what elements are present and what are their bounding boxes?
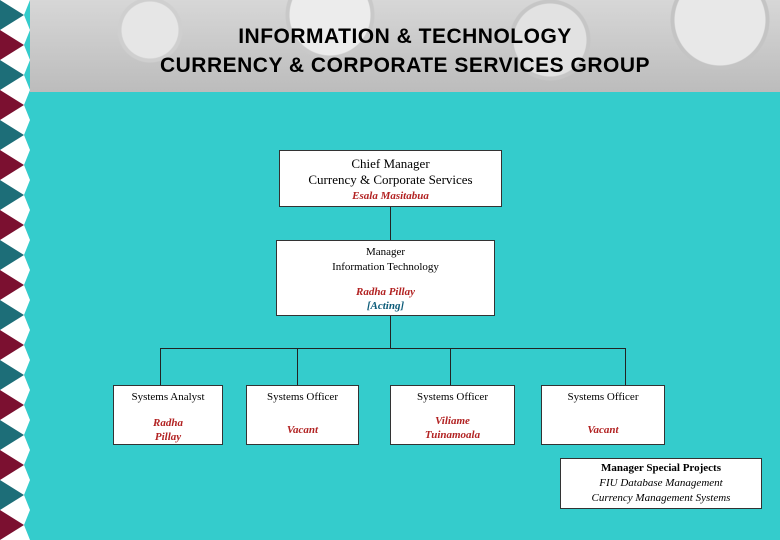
sidebar-triangle [0, 480, 24, 510]
chief-manager-department: Currency & Corporate Services [308, 172, 473, 187]
sidebar-triangle [0, 390, 24, 420]
staff-name-line2: Tuinamoala [424, 429, 481, 441]
staff-box-systems-officer-1: Systems Officer Vacant [246, 385, 359, 445]
sidebar-edge-triangle [24, 180, 30, 210]
sidebar-triangle [0, 120, 24, 150]
manager-it-name: Radha Pillay [356, 286, 415, 298]
sidebar-edge-triangle [24, 150, 30, 180]
chief-manager-box: Chief Manager Currency & Corporate Servi… [279, 150, 502, 207]
sidebar-triangle [0, 330, 24, 360]
connector-chief-manager [390, 206, 391, 241]
sidebar-triangle [0, 30, 24, 60]
sidebar-edge-triangle [24, 270, 30, 300]
sidebar-edge-triangle [24, 480, 30, 510]
staff-box-systems-officer-3: Systems Officer Vacant [541, 385, 665, 445]
sidebar-edge-triangle [24, 90, 30, 120]
staff-box-systems-officer-2: Systems Officer Viliame Tuinamoala [390, 385, 515, 445]
sidebar-triangle [0, 270, 24, 300]
chief-manager-title: Chief Manager [351, 156, 430, 171]
sidebar-triangle [0, 510, 24, 540]
connector-drop-2 [297, 348, 298, 386]
manager-it-department: Information Technology [332, 261, 439, 273]
slide-title-line1: INFORMATION & TECHNOLOGY [238, 25, 572, 48]
sidebar-triangle [0, 360, 24, 390]
sidebar-triangle [0, 210, 24, 240]
sidebar-edge-triangle [24, 330, 30, 360]
sidebar-triangle [0, 240, 24, 270]
staff-role: Systems Officer [417, 391, 488, 403]
staff-role: Systems Officer [267, 391, 338, 403]
header-coins-banner [30, 0, 780, 92]
sidebar-edge-triangle [24, 240, 30, 270]
connector-drop-3 [450, 348, 451, 386]
sidebar-triangle [0, 150, 24, 180]
special-projects-item-1: FIU Database Management [599, 477, 723, 489]
sidebar-triangle [0, 90, 24, 120]
sidebar-edge-triangle [24, 360, 30, 390]
sidebar-triangle [0, 300, 24, 330]
sidebar-triangle-pattern [0, 0, 30, 540]
manager-it-box: Manager Information Technology Radha Pil… [276, 240, 495, 316]
sidebar-triangle [0, 0, 24, 30]
staff-role: Systems Officer [567, 391, 639, 403]
special-projects-title: Manager Special Projects [601, 462, 721, 474]
connector-manager-bus [390, 315, 391, 348]
staff-name-line2: Pillay [154, 431, 182, 443]
sidebar-edge-triangle [24, 300, 30, 330]
sidebar-edge-triangle [24, 30, 30, 60]
sidebar-triangle [0, 180, 24, 210]
sidebar-edge-triangle [24, 510, 30, 540]
manager-it-status: [Acting] [366, 300, 405, 312]
special-projects-item-2: Currency Management Systems [591, 492, 731, 504]
sidebar-edge-triangle [24, 450, 30, 480]
connector-horizontal-bus [160, 348, 626, 349]
sidebar-edge-triangle [24, 420, 30, 450]
staff-box-systems-analyst: Systems Analyst Radha Pillay [113, 385, 223, 445]
sidebar-triangle [0, 420, 24, 450]
sidebar-edge-triangle [24, 60, 30, 90]
connector-drop-4 [625, 348, 626, 386]
staff-name-line1: Vacant [286, 424, 319, 436]
slide-title-line2: CURRENCY & CORPORATE SERVICES GROUP [159, 54, 651, 77]
manager-it-title: Manager [365, 246, 406, 258]
sidebar-edge-triangle [24, 390, 30, 420]
sidebar-edge-triangle [24, 0, 30, 30]
staff-role: Systems Analyst [131, 391, 205, 403]
staff-name-line1: Viliame [435, 415, 470, 427]
connector-drop-1 [160, 348, 161, 386]
sidebar-edge-triangle [24, 120, 30, 150]
chief-manager-name: Esala Masitabua [352, 190, 429, 202]
special-projects-box: Manager Special Projects FIU Database Ma… [560, 458, 762, 509]
staff-name-line1: Vacant [587, 424, 619, 436]
sidebar-triangle [0, 450, 24, 480]
sidebar-edge-triangle [24, 210, 30, 240]
sidebar-triangle [0, 60, 24, 90]
staff-name-line1: Radha [153, 417, 183, 429]
